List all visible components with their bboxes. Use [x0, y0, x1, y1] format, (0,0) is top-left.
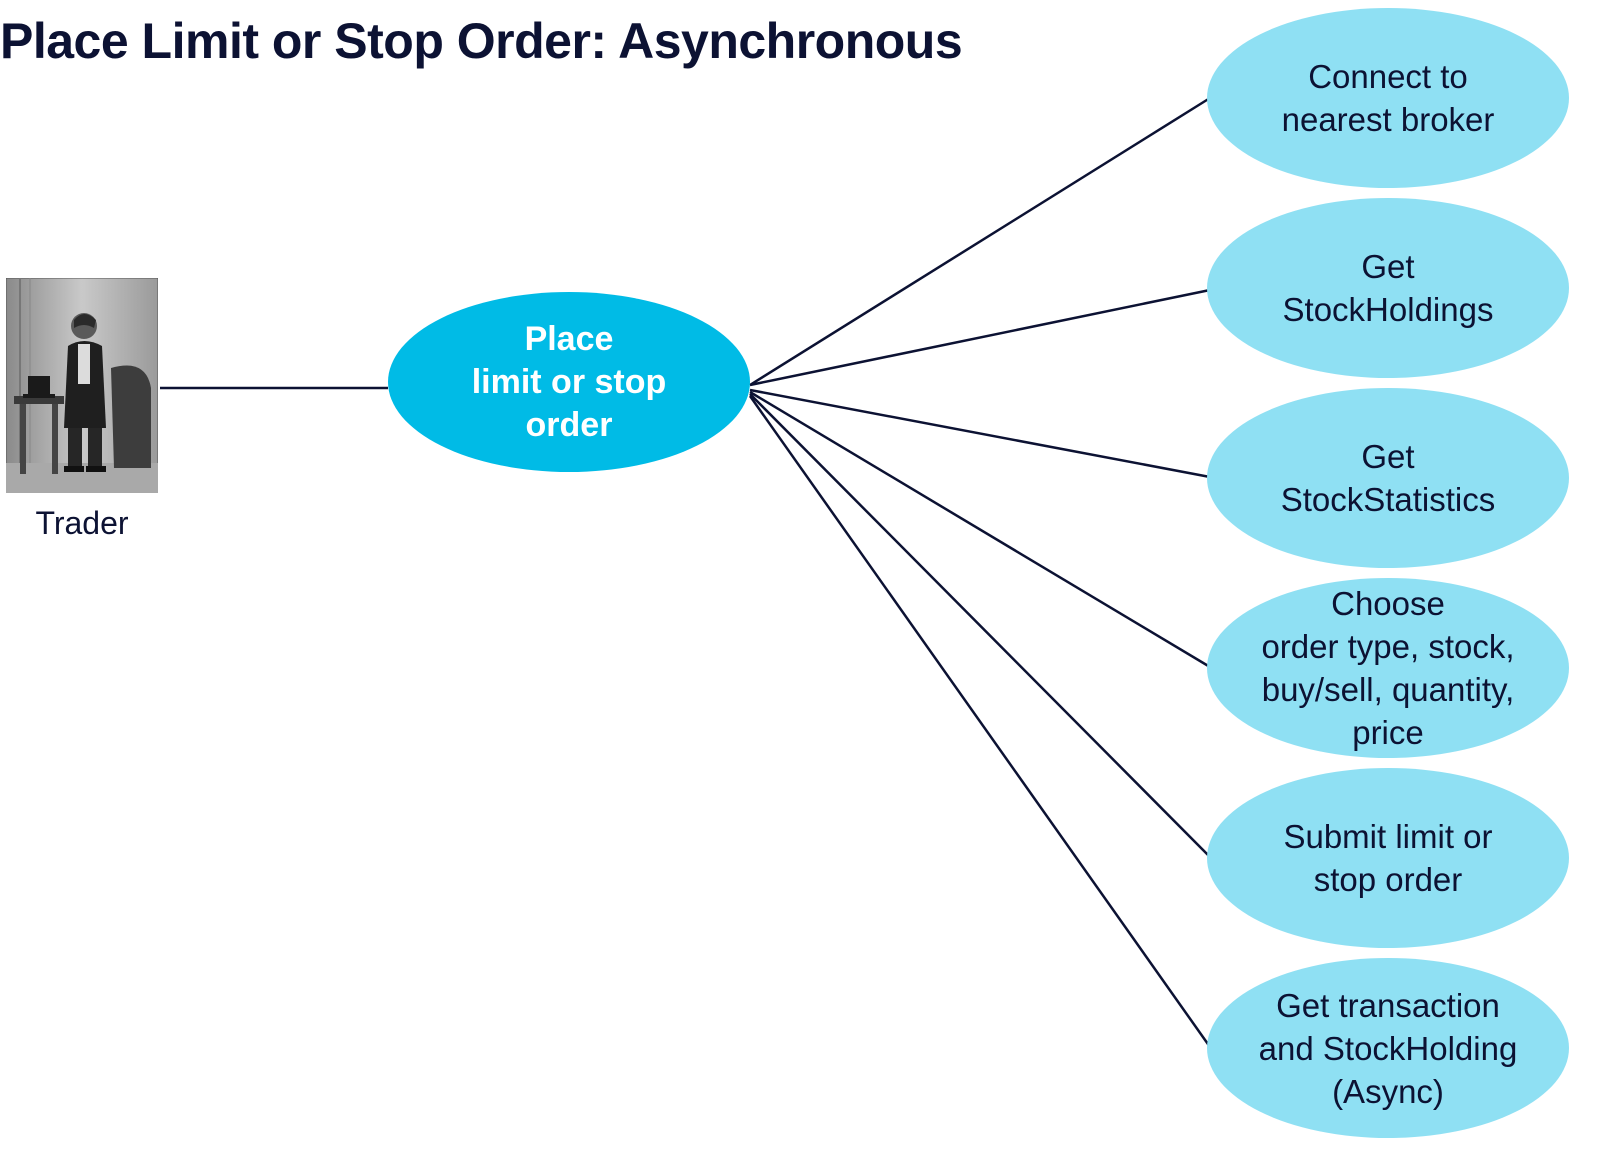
use-case-label: Get StockHoldings [1282, 248, 1494, 328]
use-case-connect-broker[interactable]: Connect to nearest broker [1207, 8, 1569, 188]
connector-6 [748, 395, 1212, 1048]
connector-2 [749, 288, 1211, 387]
use-case-label: Connect to nearest broker [1281, 58, 1495, 138]
connector-5 [749, 393, 1211, 858]
use-case-submit-order[interactable]: Submit limit or stop order [1207, 768, 1569, 948]
main-use-case[interactable]: Place limit or stop order [388, 292, 750, 472]
actor-label: Trader [35, 505, 129, 541]
use-case-label: Get StockStatistics [1280, 438, 1496, 518]
trader-portrait-icon [6, 278, 158, 493]
main-use-case-label: Place limit or stop order [471, 319, 667, 444]
use-case-choose-order[interactable]: Choose order type, stock, buy/sell, quan… [1207, 578, 1569, 758]
page-title: Place Limit or Stop Order: Asynchronous [0, 13, 963, 69]
connector-4 [749, 390, 1211, 669]
use-case-label: Get transaction and StockHolding (Async) [1258, 986, 1518, 1110]
use-case-get-stockstatistics[interactable]: Get StockStatistics [1207, 388, 1569, 568]
connector-3 [749, 388, 1211, 479]
use-case-get-stockholdings[interactable]: Get StockHoldings [1207, 198, 1569, 378]
use-case-get-transaction[interactable]: Get transaction and StockHolding (Async) [1207, 958, 1569, 1138]
use-case-label: Choose order type, stock, buy/sell, quan… [1261, 585, 1515, 751]
connector-1 [749, 96, 1211, 387]
use-case-label: Submit limit or stop order [1283, 818, 1493, 898]
